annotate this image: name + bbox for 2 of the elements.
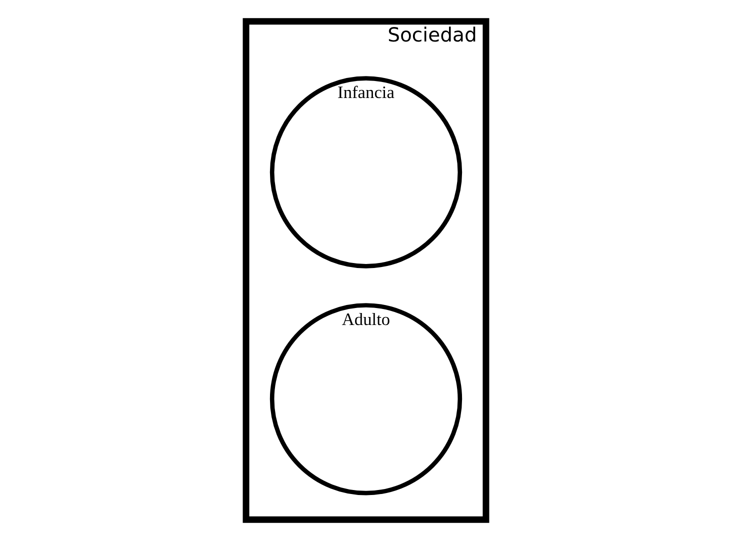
- node-circle: Infancia: [269, 76, 462, 268]
- node-circle: Adulto: [269, 303, 462, 496]
